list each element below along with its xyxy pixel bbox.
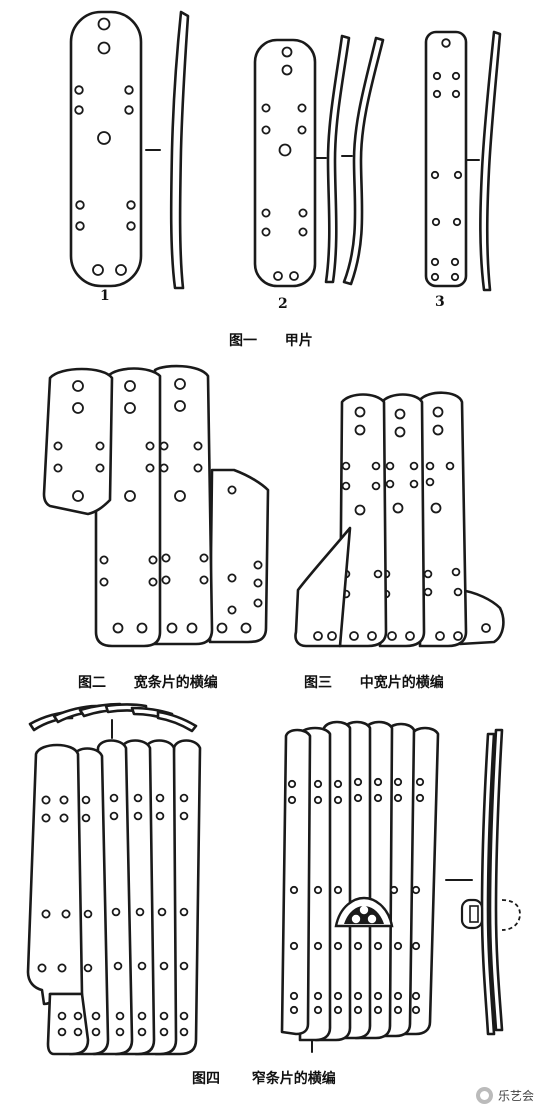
fig4-curved-scale-row — [28, 702, 198, 733]
plate-1-front — [69, 10, 143, 288]
fig1-caption: 图一 甲片 — [229, 330, 313, 350]
fig2-plate-4-holes — [216, 485, 263, 634]
fig2-plate-3 — [150, 364, 214, 646]
fig3-plate-2 — [338, 393, 388, 648]
fig2-caption: 图二 宽条片的横编 — [78, 672, 218, 692]
fig1-sub-label-2: 2 — [278, 296, 288, 312]
fig3-plate-right-holes — [481, 623, 491, 633]
figure-4-narrow-strip-lacing-back — [280, 720, 521, 1053]
fig4b-strip-1 — [280, 728, 312, 1036]
fig4-caption-text: 窄条片的横编 — [251, 1071, 336, 1087]
plate-1-holes — [74, 17, 136, 276]
plate-2-front — [253, 38, 317, 288]
plate-3-holes — [430, 38, 463, 282]
plate-2-side-profile-a — [324, 34, 351, 284]
fig1-sub-label-1: 1 — [100, 288, 110, 304]
fig3-caption-label: 图三 — [304, 675, 332, 691]
fig3-plate-4-holes — [423, 406, 463, 641]
fig4a-strip-1-lower — [46, 992, 90, 1056]
figure-4-narrow-strip-lacing-front — [26, 702, 202, 1056]
plate-2-holes — [261, 46, 308, 281]
fig4b-rivet-fastener — [334, 896, 394, 928]
fig4b-side-profile-a — [480, 732, 496, 1036]
fig4-caption: 图四 窄条片的横编 — [192, 1068, 336, 1088]
fig3-plate-3 — [378, 393, 426, 648]
fig3-plate-right-partial — [458, 588, 505, 646]
fig3-caption: 图三 中宽片的横编 — [304, 672, 444, 692]
fig2-caption-text: 宽条片的横编 — [133, 675, 218, 691]
fig2-plate-3-holes — [159, 378, 209, 634]
fig4b-side-rivet — [460, 898, 521, 931]
fig1-sub-label-3: 3 — [435, 294, 445, 310]
watermark: 乐艺会 — [475, 1087, 534, 1104]
plate-2-side-profile-b — [342, 36, 385, 286]
fig1-caption-text: 甲片 — [284, 333, 313, 349]
fig4b-side-profile-b — [488, 728, 504, 1032]
figure-1-armor-plates — [69, 10, 502, 292]
fig2-plate-4-partial — [208, 468, 270, 644]
figure-3-medium-strip-lacing — [294, 391, 505, 648]
fig2-plate-2-holes — [99, 380, 158, 634]
fig4b-holes — [287, 777, 425, 1015]
wechat-channel-icon — [475, 1087, 493, 1104]
plate-3-side-profile — [479, 30, 502, 292]
fig3-plate-1-partial — [294, 526, 352, 648]
fig1-caption-label: 图一 — [229, 333, 257, 349]
fig4a-holes — [37, 793, 189, 1037]
fig3-caption-text: 中宽片的横编 — [359, 675, 444, 691]
plate-1-side-profile — [169, 10, 190, 290]
fig2-plate-1-holes — [53, 380, 105, 502]
fig3-plate-4 — [418, 391, 468, 648]
fig4-caption-label: 图四 — [192, 1071, 220, 1087]
plate-3-front — [424, 30, 468, 288]
fig3-plate-1-holes — [313, 631, 337, 641]
watermark-text: 乐艺会 — [497, 1089, 534, 1103]
fig4a-strip-1 — [26, 743, 84, 1006]
fig2-caption-label: 图二 — [78, 675, 106, 691]
figure-2-wide-strip-lacing — [42, 364, 270, 648]
fig2-plate-1-partial — [42, 367, 114, 516]
